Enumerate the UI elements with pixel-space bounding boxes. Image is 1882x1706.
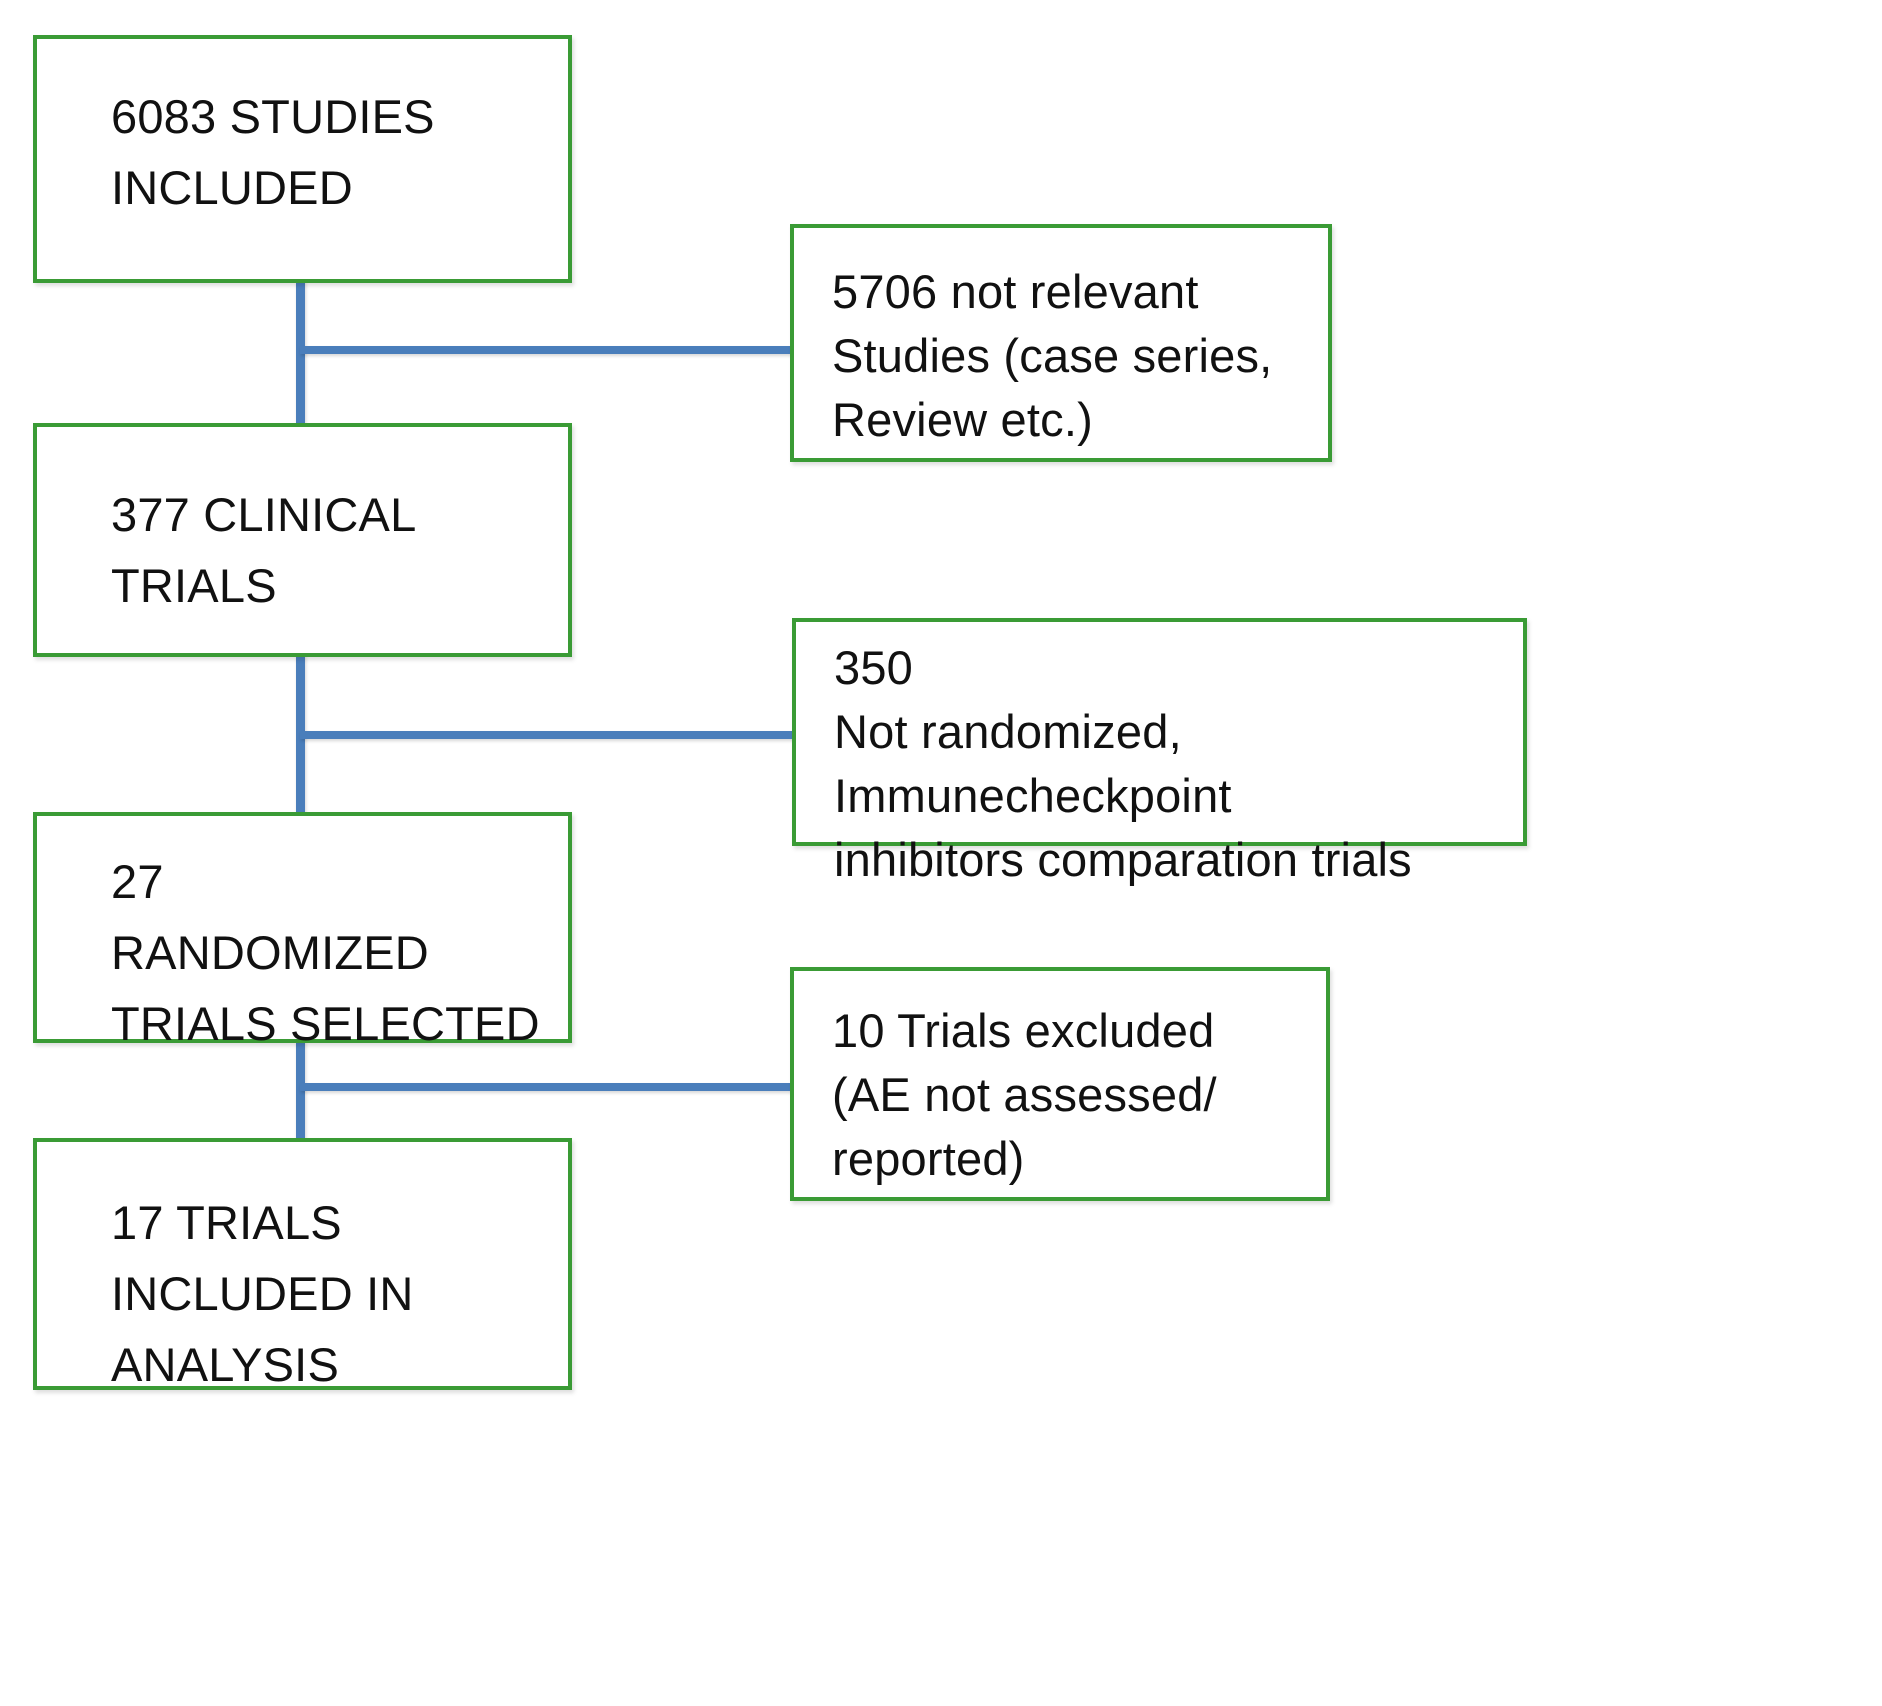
node-not-relevant-studies: 5706 not relevant Studies (case series, … xyxy=(790,224,1332,462)
connector-horizontal-to-excluded xyxy=(300,1083,794,1091)
node-not-randomized-trials: 350 Not randomized, Immunecheckpoint inh… xyxy=(792,618,1527,886)
node-studies-included: 6083 STUDIES INCLUDED xyxy=(33,35,572,283)
node-randomized-trials-selected: 27 RANDOMIZED TRIALS SELECTED xyxy=(33,812,572,1050)
node-studies-included-label: 6083 STUDIES INCLUDED xyxy=(111,90,435,214)
node-trials-excluded-label: 10 Trials excluded (AE not assessed/ rep… xyxy=(832,1004,1217,1185)
node-clinical-trials-label: 377 CLINICAL TRIALS xyxy=(111,488,417,612)
node-trials-included-in-analysis-label: 17 TRIALS INCLUDED IN ANALYSIS xyxy=(111,1196,414,1391)
node-randomized-trials-selected-label: 27 RANDOMIZED TRIALS SELECTED xyxy=(111,855,540,1050)
node-trials-included-in-analysis: 17 TRIALS INCLUDED IN ANALYSIS xyxy=(33,1138,572,1391)
node-trials-excluded: 10 Trials excluded (AE not assessed/ rep… xyxy=(790,967,1330,1201)
node-not-randomized-trials-label: 350 Not randomized, Immunecheckpoint inh… xyxy=(834,641,1412,886)
connector-horizontal-to-not-relevant xyxy=(300,346,794,354)
connector-vertical-included-to-clinical xyxy=(296,280,305,430)
node-not-relevant-studies-label: 5706 not relevant Studies (case series, … xyxy=(832,265,1273,446)
node-clinical-trials: 377 CLINICAL TRIALS xyxy=(33,423,572,657)
connector-vertical-randomized-to-analysis xyxy=(296,1040,305,1145)
connector-horizontal-to-not-randomized xyxy=(300,731,796,739)
